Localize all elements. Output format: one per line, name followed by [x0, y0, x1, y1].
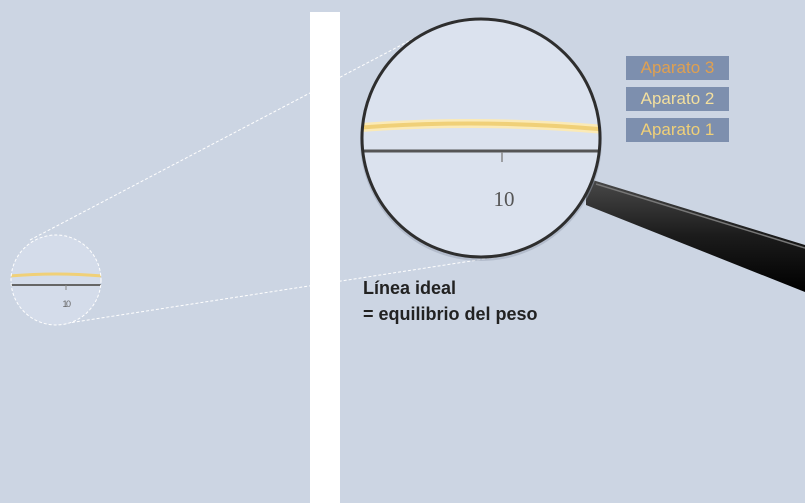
magnifier-lens [360, 17, 602, 261]
magnifier-handle [586, 178, 805, 292]
caption-line-2: = equilibrio del peso [363, 304, 538, 324]
small-detail-circle [10, 234, 102, 326]
legend-item-aparato-2: Aparato 2 [626, 87, 729, 111]
small-tick-label: 10 [62, 299, 71, 309]
tick-label: 10 [494, 187, 515, 211]
legend-label: Aparato 2 [640, 89, 715, 108]
legend-label: Aparato 1 [640, 120, 715, 139]
caption-line-1: Línea ideal [363, 278, 457, 298]
panel-divider [310, 12, 340, 503]
legend-item-aparato-1: Aparato 1 [626, 118, 729, 142]
zoom-connector-bottom [61, 254, 511, 325]
legend-item-aparato-3: Aparato 3 [626, 56, 729, 80]
small-ideal-line [11, 272, 101, 278]
legend-label: Aparato 3 [640, 58, 715, 77]
ideal-line [362, 121, 600, 132]
